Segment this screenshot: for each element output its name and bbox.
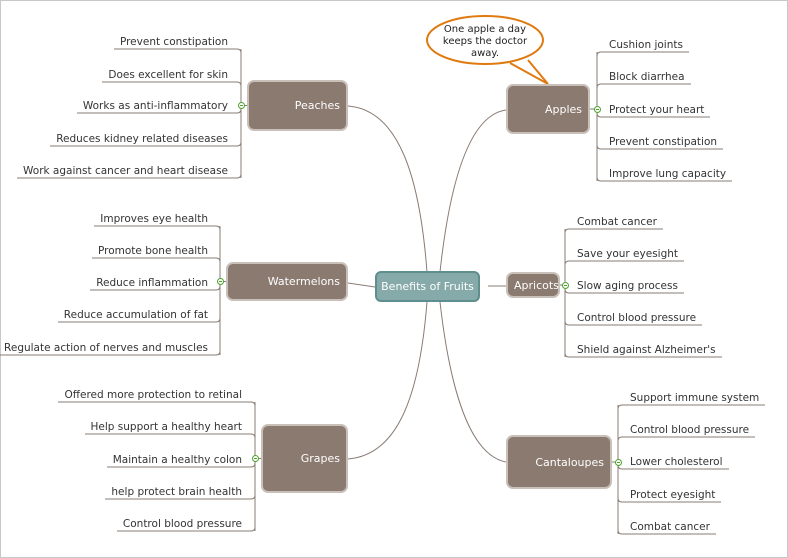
callout-tail [509,59,549,85]
leaf-topic[interactable]: help protect brain health [111,486,242,498]
branch-line-peaches [347,105,428,273]
leaf-underline [102,81,242,87]
leaf-underline [617,529,716,535]
leaf-topic[interactable]: Work against cancer and heart disease [23,165,228,177]
leaf-topic[interactable]: Combat cancer [577,216,657,228]
leaf-topic[interactable]: Shield against Alzheimer's [577,344,716,356]
leaf-underline [94,225,221,231]
leaf-topic[interactable]: Block diarrhea [609,71,685,83]
leaf-topic[interactable]: Reduces kidney related diseases [56,133,228,145]
leaf-underline [50,141,242,147]
leaf-topic[interactable]: Works as anti-inflammatory [82,100,228,112]
leaf-underline [58,317,221,323]
node-apricots[interactable]: Apricots [506,272,560,298]
leaf-underline [114,48,242,54]
leaf-underline [85,433,256,439]
leaf-underline [77,108,242,114]
collapse-toggle-apples[interactable] [593,105,601,113]
leaf-underline [564,352,722,358]
leaf-underline [617,497,721,503]
leaf-topic[interactable]: Help support a healthy heart [90,421,242,433]
collapse-toggle-peaches[interactable] [237,102,245,109]
leaf-topic[interactable]: Support immune system [630,392,760,404]
leaf-underline [564,260,684,266]
node-apples[interactable]: Apples [506,84,590,134]
leaf-underline [105,494,256,500]
central-topic[interactable]: Benefits of Fruits [375,271,480,302]
node-grapes-label: Grapes [300,452,340,465]
leaf-topic[interactable]: Control blood pressure [122,518,242,530]
branch-line-watermelons [347,282,376,288]
branch-line-grapes [347,301,428,460]
leaf-topic[interactable]: Prevent constipation [119,36,228,48]
node-watermelons-label: Watermelons [267,275,340,288]
leaf-underline [596,176,732,182]
leaf-underline [617,464,729,470]
node-peaches[interactable]: Peaches [247,80,348,131]
leaf-underline [564,228,663,234]
leaf-topic[interactable]: Regulate action of nerves and muscles [4,342,208,354]
leaf-underline [0,350,221,356]
leaf-underline [617,404,765,410]
leaf-topic[interactable]: Protect your heart [609,104,705,116]
leaf-topic[interactable]: Slow aging process [577,280,678,292]
leaf-underline [58,401,256,407]
collapse-toggle-grapes[interactable] [251,455,259,462]
node-cantaloupes-label: Cantaloupes [535,455,604,469]
leaf-topic[interactable]: Protect eyesight [630,489,716,501]
leaf-underline [17,173,242,179]
leaf-topic[interactable]: Control blood pressure [630,424,750,436]
branch-line-cantaloupes [439,301,507,463]
leaf-topic[interactable]: Reduce accumulation of fat [63,309,208,321]
leaf-topic[interactable]: Improves eye health [100,213,208,225]
node-watermelons[interactable]: Watermelons [226,262,348,301]
leaf-topic[interactable]: Does excellent for skin [108,69,228,81]
leaf-underline [596,144,723,150]
leaf-topic[interactable]: Cushion joints [609,39,683,51]
leaf-topic[interactable]: Improve lung capacity [609,168,727,180]
leaf-underline [107,462,256,468]
callout-bubble [426,15,544,65]
leaf-underline [564,288,684,294]
node-apples-label: Apples [544,102,582,116]
node-apricots-label: Apricots [514,278,559,292]
branch-line-apples [439,109,507,273]
leaf-underline [596,83,691,89]
leaf-topic[interactable]: Combat cancer [630,521,710,533]
leaf-underline [596,112,710,118]
leaf-topic[interactable]: Save your eyesight [577,248,679,260]
leaf-topic[interactable]: Maintain a healthy colon [112,454,242,466]
collapse-toggle-watermelons[interactable] [216,278,224,285]
collapse-toggle-cantaloupes[interactable] [614,458,622,466]
node-cantaloupes[interactable]: Cantaloupes [506,435,612,489]
leaf-underline [117,526,256,532]
leaf-underline [617,436,755,442]
leaf-topic[interactable]: Promote bone health [97,245,208,257]
leaf-underline [564,320,702,326]
leaf-underline [90,285,221,291]
collapse-toggle-apricots[interactable] [561,281,569,289]
leaf-underline [92,257,221,263]
leaf-topic[interactable]: Reduce inflammation [96,277,208,289]
leaf-topic[interactable]: Prevent constipation [609,136,718,148]
node-grapes[interactable]: Grapes [261,424,348,493]
leaf-topic[interactable]: Lower cholesterol [630,456,723,468]
central-topic-label: Benefits of Fruits [381,280,474,293]
callout-text[interactable]: One apple a day keeps the doctor away. [442,24,528,59]
leaf-underline [596,51,689,57]
leaf-topic[interactable]: Control blood pressure [577,312,697,324]
leaf-topic[interactable]: Offered more protection to retinal [64,389,243,401]
node-peaches-label: Peaches [294,99,340,112]
